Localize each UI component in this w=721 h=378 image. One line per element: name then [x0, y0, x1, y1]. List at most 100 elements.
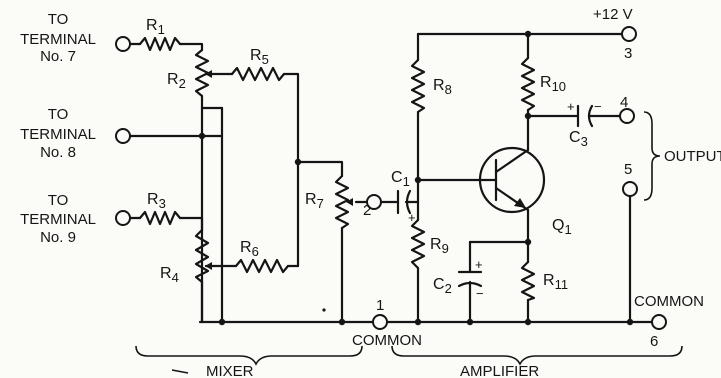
junction-dot [338, 318, 346, 326]
terminal-6-connector [651, 314, 667, 330]
junction-dot [294, 158, 302, 166]
r4-wiper-arrowhead [205, 262, 212, 270]
terminal-4-number: 4 [620, 94, 628, 111]
terminal-3-connector [621, 26, 637, 42]
terminal-3-number: 3 [624, 45, 632, 62]
wiring [128, 32, 654, 324]
t7-label-line1: TO [48, 11, 69, 28]
stray-stroke [171, 369, 189, 374]
transistor-q1 [478, 146, 546, 214]
amplifier-label: AMPLIFIER [460, 363, 539, 378]
terminal-9-connector [115, 210, 131, 226]
r1-label: R1 [146, 17, 165, 37]
junction-dot [524, 30, 532, 38]
terminal-5-number: 5 [624, 161, 632, 178]
r6-label: R6 [240, 239, 259, 259]
terminal-1-connector [372, 314, 388, 330]
c2-plate-bottom [457, 281, 483, 288]
output-label: OUTPUT [664, 148, 721, 165]
c3-label: C3 [569, 129, 588, 149]
t7-label-line2: TERMINAL [20, 31, 96, 48]
wiper-arrows [204, 70, 353, 270]
potentiometer-r4 [194, 228, 210, 284]
t9-label-line1: TO [48, 192, 69, 209]
junction-dot [198, 132, 206, 140]
terminal-2-connector [366, 194, 382, 210]
r5-to-bus [282, 72, 300, 268]
resistor-r8 [410, 58, 426, 114]
terminal-2-number: 2 [363, 202, 371, 219]
mixer-label: MIXER [206, 363, 254, 378]
r8-label: R8 [433, 77, 452, 97]
r9-label: R9 [430, 236, 449, 256]
terminal-8-connector [115, 128, 131, 144]
resistor-r3 [138, 210, 182, 226]
t7-label-line3: No. 7 [40, 48, 76, 65]
c1-label: C1 [391, 169, 410, 189]
r7-label: R7 [305, 191, 324, 211]
potentiometer-r7 [334, 174, 350, 230]
terminal-1-number: 1 [376, 297, 384, 314]
common-label-center: COMMON [352, 332, 422, 349]
terminals [115, 26, 667, 330]
r7-wiper-arrowhead [346, 198, 353, 206]
terminal-4-connector [619, 108, 635, 124]
r3-label: R3 [147, 191, 166, 211]
t9-label-line2: TERMINAL [20, 211, 96, 228]
c3-minus-mark: − [594, 99, 602, 114]
resistor-r6 [234, 258, 290, 274]
junction-dot [414, 318, 422, 326]
output-brace [643, 111, 661, 201]
r2-wiper-arrowhead [205, 70, 212, 78]
t9-label-line3: No. 9 [40, 229, 76, 246]
junction-dot [414, 176, 422, 184]
t8-label-line3: No. 8 [40, 144, 76, 161]
c1-plate-right [405, 189, 412, 215]
r2-label: R2 [167, 71, 186, 91]
terminal-6-number: 6 [650, 333, 658, 350]
resistor-r10 [520, 56, 536, 112]
r5-label: R5 [250, 47, 269, 67]
r11-label: R11 [543, 272, 568, 292]
r3-to-r4 [178, 216, 204, 232]
q1-collector [494, 148, 530, 174]
q1-label: Q1 [552, 217, 572, 237]
brackets [135, 111, 683, 374]
junction-dots [198, 30, 634, 326]
mix-bus-to-r7 [296, 160, 344, 178]
mixer-brace [135, 345, 363, 366]
t8-label-line2: TERMINAL [20, 126, 96, 143]
c3-plus-mark: + [567, 99, 575, 114]
junction-dot [524, 318, 532, 326]
capacitors [396, 104, 594, 288]
supply-voltage-label: +12 V [593, 6, 633, 23]
r10-label: R10 [540, 74, 566, 94]
junction-dot [524, 112, 532, 120]
junction-dot [218, 318, 226, 326]
resistor-r1 [138, 36, 182, 52]
r1-to-r2 [178, 42, 204, 52]
resistor-r11 [520, 260, 536, 302]
terminal-7-connector [115, 36, 131, 52]
stray-mark [322, 308, 326, 312]
c2-plus-mark: + [475, 257, 483, 272]
c2-label: C2 [433, 276, 452, 296]
r4-label: R4 [160, 265, 179, 285]
resistor-r5 [230, 66, 286, 82]
q1-emitter-arrow-icon [514, 198, 526, 208]
common-label-right: COMMON [634, 293, 704, 310]
c2-minus-mark: − [476, 286, 484, 301]
t8-label-line1: TO [48, 106, 69, 123]
c1-plus-mark: + [408, 210, 416, 225]
c3-plate-right [587, 104, 594, 128]
resistor-r9 [410, 218, 426, 270]
junction-dot [466, 318, 474, 326]
resistors [138, 36, 536, 302]
junction-dot [626, 318, 634, 326]
labels: TO TERMINAL No. 7 TO TERMINAL No. 8 TO T… [20, 6, 721, 378]
junction-dot [524, 238, 532, 246]
terminal-5-connector [622, 181, 638, 197]
amplifier-brace [391, 345, 683, 366]
